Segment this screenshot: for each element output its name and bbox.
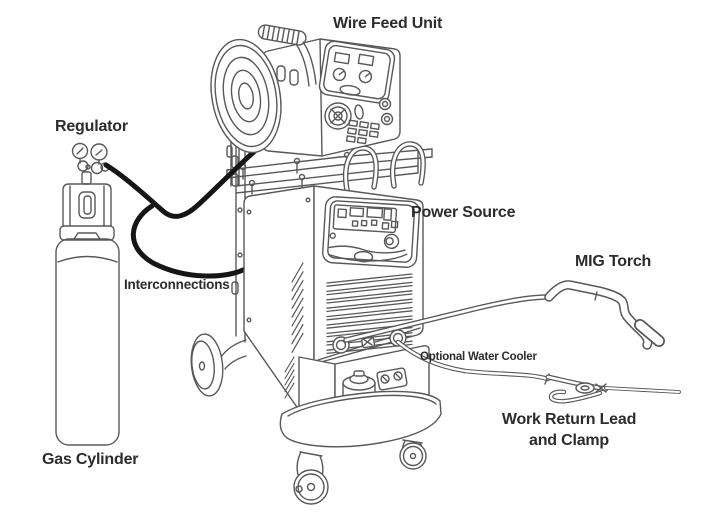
label-interconnections: Interconnections [124,277,230,292]
label-gas-cylinder: Gas Cylinder [42,451,139,468]
wire-spool-drawing [210,38,282,154]
label-power-source: Power Source [411,204,516,221]
label-work-return-lead-and-clamp: Work Return Lead and Clamp [493,409,645,451]
label-wire-feed-unit: Wire Feed Unit [333,15,443,32]
power-source-panel-drawing [322,196,421,268]
regulator-drawing [71,142,110,175]
label-mig-torch: MIG Torch [575,253,652,270]
label-work-return-line1: Work Return Lead [501,411,637,428]
cart-base-drawing [279,390,442,448]
label-work-return-line2: and Clamp [529,432,609,450]
gas-cylinder-drawing [55,171,120,446]
feeder-panel-drawing [318,40,396,104]
label-regulator: Regulator [55,118,128,135]
mig-torch-drawing [343,280,665,350]
feeder-handle-drawing [257,24,317,87]
rear-wheel-drawing [190,333,224,397]
feeder-connector-drawing [324,97,394,145]
work-return-lead-drawing [395,339,681,404]
caster-wheels-drawing [293,439,427,505]
label-optional-water-cooler: Optional Water Cooler [420,351,537,363]
power-source-handles-drawing [343,141,426,193]
